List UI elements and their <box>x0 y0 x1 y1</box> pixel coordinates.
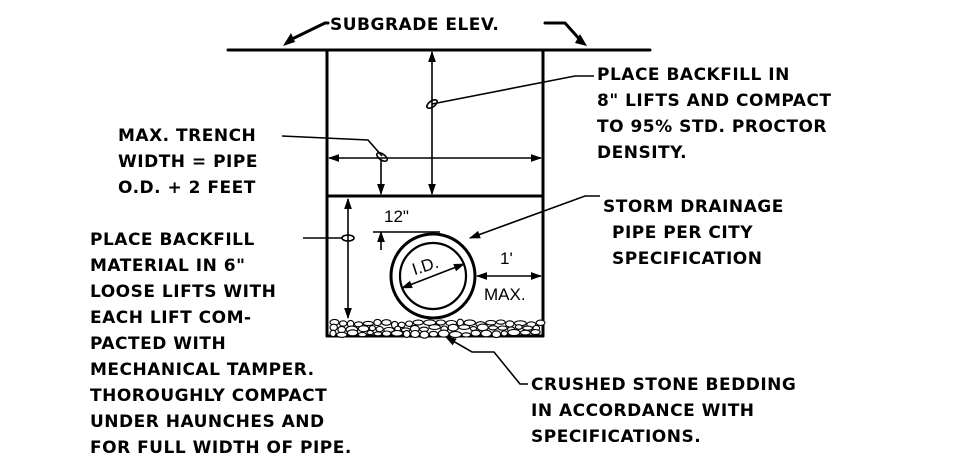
bedding-stone <box>495 319 506 325</box>
cover-dim-label: 12" <box>384 207 409 226</box>
bedding-stone <box>488 325 499 331</box>
crushed-stone-note: CRUSHED STONE BEDDING IN ACCORDANCE WITH… <box>531 375 796 447</box>
side-clear-label: 1' <box>500 249 513 268</box>
crushed-stone-bedding <box>329 318 546 339</box>
bedding-stone <box>390 329 404 337</box>
bedding-stone <box>410 329 421 339</box>
backfill-material-line-3: LOOSE LIFTS WITH <box>90 282 276 302</box>
bedding-stone <box>461 332 472 338</box>
backfill-material-note: PLACE BACKFILL MATERIAL IN 6" LOOSE LIFT… <box>90 230 352 458</box>
trench-width-line-3: O.D. + 2 FEET <box>118 178 256 198</box>
bedding-stone <box>500 330 509 337</box>
bedding-stone <box>366 329 374 336</box>
storm-drainage-line-3: SPECIFICATION <box>612 249 762 269</box>
bedding-stone <box>435 319 446 326</box>
bedding-stone <box>514 324 523 330</box>
pipe-id-dim <box>400 263 466 289</box>
bedding-stone <box>368 325 377 332</box>
backfill-material-line-4: EACH LIFT COM- <box>90 308 252 328</box>
bedding-stone <box>353 321 364 328</box>
bedding-stone <box>373 331 383 337</box>
bedding-stone <box>497 325 508 331</box>
trench-width-line-1: MAX. TRENCH <box>118 126 256 146</box>
place-backfill-leader <box>425 75 594 110</box>
crushed-stone-line-2: IN ACCORDANCE WITH <box>531 401 755 421</box>
place-backfill-line-3: TO 95% STD. PROCTOR <box>597 117 827 137</box>
trench-width-note: MAX. TRENCH WIDTH = PIPE O.D. + 2 FEET <box>118 126 258 198</box>
bedding-stone <box>505 320 515 328</box>
bedding-stone <box>375 325 384 333</box>
place-backfill-line-4: DENSITY. <box>597 143 687 163</box>
trench-width-leader <box>281 135 389 163</box>
crushed-stone-leader <box>445 336 528 385</box>
place-backfill-note: PLACE BACKFILL IN 8" LIFTS AND COMPACT T… <box>597 65 832 163</box>
subgrade-callout: SUBGRADE ELEV. <box>283 15 587 46</box>
bedding-stone <box>519 329 531 336</box>
bedding-stone <box>530 329 541 336</box>
bedding-stone <box>480 329 493 338</box>
bedding-stone <box>357 331 368 338</box>
crushed-stone-line-1: CRUSHED STONE BEDDING <box>531 375 796 395</box>
storm-pipe: I.D. <box>389 232 477 320</box>
backfill-material-line-2: MATERIAL IN 6" <box>90 256 245 276</box>
bedding-stone <box>381 319 392 326</box>
bedding-stone <box>428 324 441 331</box>
bedding-stone <box>463 319 476 327</box>
bedding-stone <box>437 329 450 338</box>
place-backfill-line-2: 8" LIFTS AND COMPACT <box>597 91 832 111</box>
bedding-stone <box>485 319 497 326</box>
trench-width-line-2: WIDTH = PIPE <box>118 152 258 172</box>
bedding-stone <box>338 320 348 327</box>
bedding-stone <box>458 324 471 330</box>
bedding-stone <box>470 329 482 337</box>
storm-drainage-line-2: PIPE PER CITY <box>612 223 753 243</box>
bedding-stone <box>428 330 439 338</box>
backfill-material-line-1: PLACE BACKFILL <box>90 230 255 250</box>
backfill-material-line-7: THOROUGHLY COMPACT <box>90 386 327 406</box>
backfill-material-line-5: PACTED WITH <box>90 334 226 354</box>
storm-drainage-leader <box>468 195 600 239</box>
bedding-stone <box>419 330 430 339</box>
backfill-material-line-9: FOR FULL WIDTH OF PIPE. <box>90 438 352 458</box>
bedding-stone <box>336 331 348 338</box>
subgrade-label: SUBGRADE ELEV. <box>330 15 499 35</box>
bedding-stone <box>329 329 337 338</box>
storm-drainage-line-1: STORM DRAINAGE <box>603 197 784 217</box>
bedding-stone <box>362 320 374 327</box>
bedding-stone <box>535 319 546 327</box>
storm-drainage-note: STORM DRAINAGE PIPE PER CITY SPECIFICATI… <box>603 197 784 269</box>
bedding-stone <box>405 320 414 327</box>
bedding-stone <box>522 325 534 331</box>
bedding-stone <box>507 328 521 337</box>
bedding-stone <box>412 319 424 326</box>
bedding-stone <box>381 330 392 337</box>
backfill-material-line-6: MECHANICAL TAMPER. <box>90 360 315 380</box>
bedding-stone <box>447 323 459 332</box>
place-backfill-line-1: PLACE BACKFILL IN <box>597 65 790 85</box>
backfill-material-line-8: UNDER HAUNCHES AND <box>90 412 325 432</box>
bedding-stone <box>448 330 463 339</box>
crushed-stone-line-3: SPECIFICATIONS. <box>531 427 701 447</box>
bedding-stone <box>491 330 502 339</box>
bedding-stone <box>346 329 359 337</box>
bedding-stone <box>402 330 411 338</box>
side-clear-qual: MAX. <box>484 285 526 304</box>
bedding-stone <box>373 318 382 327</box>
bedding-stone <box>329 323 338 332</box>
